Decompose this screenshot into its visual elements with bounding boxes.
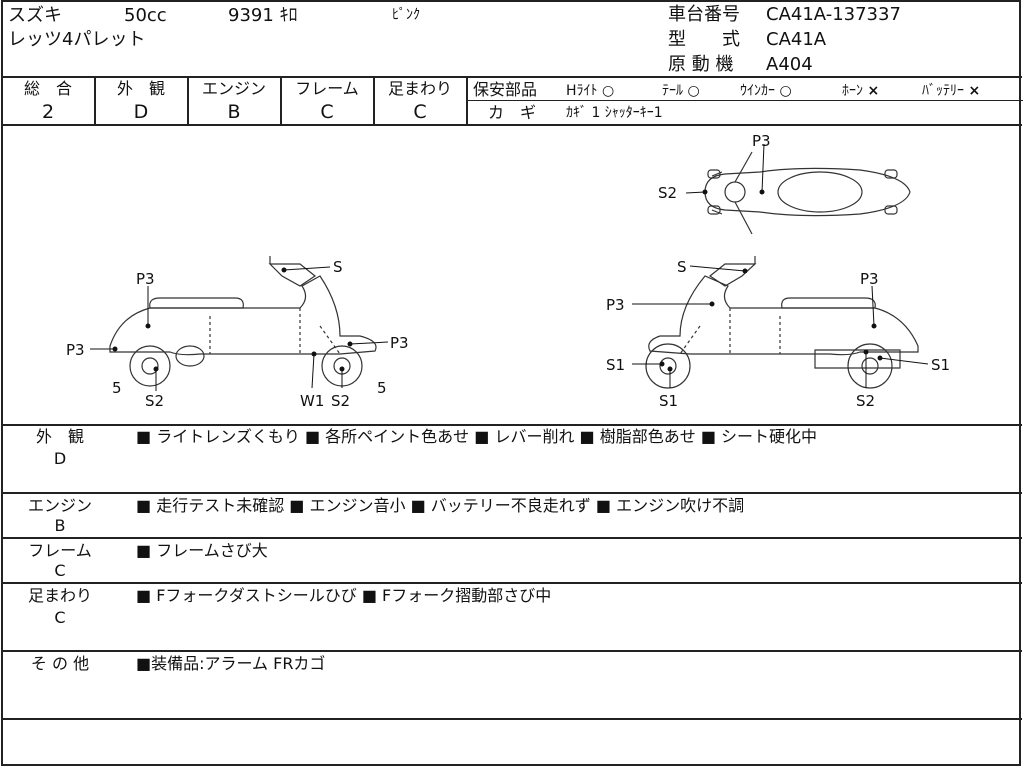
- section-text: ■ フレームさび大: [136, 541, 268, 560]
- engine-label: 原 動 機: [668, 54, 734, 75]
- diagram-label-left-p3-rear: P3: [66, 341, 85, 359]
- frame-no: CA41A-137337: [766, 4, 901, 25]
- grade-value-suspension: C: [413, 101, 427, 123]
- displacement: 50cc: [124, 5, 167, 26]
- color: ﾋﾟﾝｸ: [392, 7, 420, 23]
- diagram-label-top-p3: P3: [752, 132, 771, 150]
- diagram-label-left-p3-front: P3: [390, 334, 409, 352]
- diagram-label-right-s2-rear: S2: [856, 392, 875, 410]
- diagram-label-right-p3-front: P3: [606, 296, 625, 314]
- grade-label-exterior: 外 観: [116, 79, 165, 98]
- grade-value-exterior: D: [133, 101, 149, 123]
- diagram-label-left-p3-top: P3: [136, 270, 155, 288]
- type-value: CA41A: [766, 29, 827, 50]
- section-heading: フレーム: [28, 541, 92, 560]
- diagram-label-right-s: S: [677, 258, 687, 276]
- grade-value-overall: 2: [41, 101, 55, 123]
- section-text: ■ 走行テスト未確認 ■ エンジン音小 ■ バッテリー不良走れず ■ エンジン吹…: [136, 496, 745, 515]
- grade-label-overall: 総 合: [23, 79, 72, 98]
- section-grade: C: [54, 561, 66, 580]
- engine-value: A404: [766, 54, 813, 75]
- diagram-label-left-5-rear: 5: [112, 379, 122, 397]
- diagram-label-left-s2-rear: S2: [145, 392, 164, 410]
- section-text: ■装備品:アラーム FRカゴ: [136, 654, 326, 673]
- grade-value-frame: C: [320, 101, 334, 123]
- section-text: ■ ライトレンズくもり ■ 各所ペイント色あせ ■ レバー削れ ■ 樹脂部色あせ…: [136, 427, 818, 446]
- scooter-right-view: [645, 256, 919, 389]
- grade-label-engine: エンジン: [201, 79, 266, 98]
- safety-item-tail: ﾃｰﾙ ○: [662, 83, 700, 99]
- diagram-label-right-p3-seat: P3: [860, 270, 879, 288]
- diagram-label-left-s2-front: S2: [331, 392, 350, 410]
- scooter-damage-diagram: P3 S2 S P3 P3 P3 5 S2 W1 S2 5 S P3 P3 S1…: [66, 132, 950, 410]
- diagram-label-right-s1-rear: S1: [931, 356, 950, 374]
- model-name: レッツ4パレット: [8, 29, 146, 50]
- section-grade: D: [53, 449, 67, 468]
- diagram-label-left-s: S: [333, 258, 343, 276]
- scooter-top-view: [704, 151, 911, 235]
- key-value: ｶｷﾞ 1 ｼｬｯﾀｰｷｰ1: [566, 105, 663, 121]
- safety-item-winker: ｳｲﾝｶｰ ○: [740, 83, 792, 99]
- section-heading: そ の 他: [30, 654, 90, 673]
- grade-value-engine: B: [227, 101, 241, 123]
- section-heading: エンジン: [27, 496, 92, 515]
- diagram-label-left-5-front: 5: [377, 379, 387, 397]
- diagram-label-right-s1-front: S1: [606, 356, 625, 374]
- mileage: 9391 ｷﾛ: [228, 5, 298, 26]
- section-text: ■ Fフォークダストシールひび ■ Fフォーク摺動部さび中: [136, 586, 552, 605]
- scooter-left-view: [109, 256, 377, 387]
- headlight-mark: ○: [601, 83, 615, 99]
- safety-item-horn: ﾎｰﾝ ×: [842, 83, 880, 99]
- section-heading: 足まわり: [27, 586, 92, 605]
- maker: スズキ: [8, 5, 62, 26]
- key-label: カ ギ: [488, 103, 537, 122]
- type-label: 型 式: [668, 29, 740, 50]
- diagram-label-top-s2: S2: [658, 184, 677, 202]
- safety-label: 保安部品: [473, 80, 538, 99]
- grade-label-frame: フレーム: [295, 79, 359, 98]
- safety-item-headlight: Hﾗｲﾄ ○: [566, 83, 615, 99]
- section-grade: C: [54, 608, 66, 627]
- diagram-label-left-w1: W1: [300, 392, 324, 410]
- section-grade: B: [54, 516, 66, 535]
- grade-label-suspension: 足まわり: [387, 79, 452, 98]
- frame-no-label: 車台番号: [668, 4, 740, 25]
- section-heading: 外 観: [35, 427, 84, 446]
- diagram-label-right-s1-bottom: S1: [659, 392, 678, 410]
- safety-item-battery: ﾊﾞｯﾃﾘｰ ×: [922, 83, 981, 99]
